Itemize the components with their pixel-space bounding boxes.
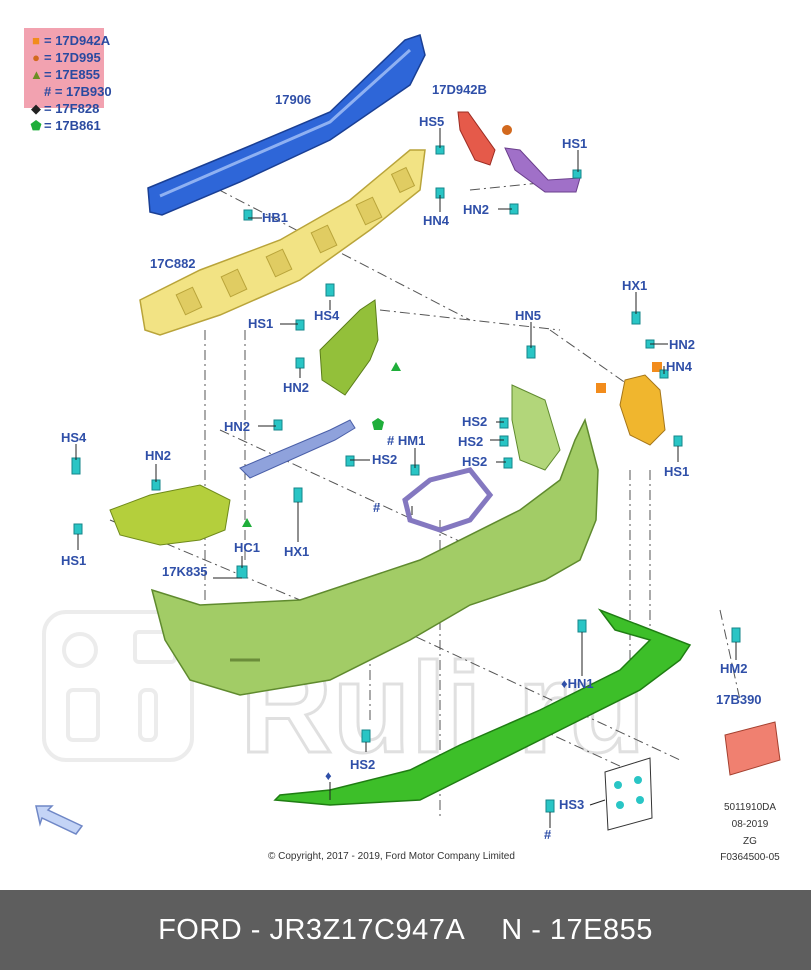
label-hm1: # HM1 bbox=[387, 433, 425, 448]
label-hs3: HS3 bbox=[559, 797, 585, 812]
label-hn2-right: HN2 bbox=[669, 337, 696, 352]
footer-code: N - 17E855 bbox=[501, 913, 653, 946]
label-17D942B: 17D942B bbox=[432, 82, 487, 97]
direction-arrow-icon bbox=[35, 805, 84, 835]
reference-line-4: F0364500-05 bbox=[720, 852, 780, 863]
watermark bbox=[42, 610, 194, 762]
copyright-text: © Copyright, 2017 - 2019, Ford Motor Com… bbox=[268, 851, 515, 862]
hash-marker-bottom: # bbox=[544, 827, 552, 842]
label-hc1: HC1 bbox=[234, 540, 261, 555]
diamond-icon: ◆ bbox=[31, 101, 41, 116]
pentagon-icon: ⬟ bbox=[30, 118, 42, 133]
legend-row-pentagon: ⬟= 17B861 bbox=[30, 118, 101, 134]
bracket-orange-right bbox=[619, 374, 666, 446]
legend-text: = 17E855 bbox=[44, 67, 101, 82]
absorber-ribs bbox=[175, 166, 416, 316]
leader-lines bbox=[75, 128, 737, 828]
label-17C882: 17C882 bbox=[150, 256, 196, 271]
parts-diagram: Ruli.ru bbox=[24, 28, 781, 863]
circle-icon: ● bbox=[32, 50, 40, 65]
label-hs4-left: HS4 bbox=[61, 430, 87, 445]
clip-plate-hs3 bbox=[604, 757, 653, 831]
label-17K835: 17K835 bbox=[162, 564, 208, 579]
square-marker-right bbox=[652, 362, 662, 372]
reference-line-1: 5011910DA bbox=[723, 802, 777, 813]
label-hs2-b: HS2 bbox=[458, 434, 484, 449]
hn1-text: HN1 bbox=[567, 676, 594, 691]
hash-marker: # bbox=[387, 433, 395, 448]
label-hs2-c: HS2 bbox=[462, 454, 488, 469]
legend-row-diamond: ◆= 17F828 bbox=[30, 101, 99, 117]
part-17B390 bbox=[724, 721, 781, 776]
legend-text: = 17D995 bbox=[44, 50, 101, 65]
label-hs2-a: HS2 bbox=[462, 414, 488, 429]
label-hs4-mid: HS4 bbox=[314, 308, 340, 323]
label-hs5: HS5 bbox=[419, 114, 445, 129]
label-hs1-mid: HS1 bbox=[248, 316, 274, 331]
reference-line-2: 08-2019 bbox=[731, 819, 769, 830]
square-marker-left bbox=[596, 383, 606, 393]
hs3-clips bbox=[614, 776, 644, 809]
square-icon: ■ bbox=[32, 33, 40, 48]
legend-text: # = 17B930 bbox=[44, 84, 112, 99]
label-hn1: ♦HN1 bbox=[561, 676, 594, 691]
label-hm2: HM2 bbox=[720, 661, 748, 676]
triangle-marker-lower bbox=[242, 518, 252, 527]
beam-highlight bbox=[159, 48, 412, 198]
diffuser-lower bbox=[273, 608, 692, 806]
label-hs1-left: HS1 bbox=[61, 553, 87, 568]
label-17906: 17906 bbox=[275, 92, 312, 107]
diamond-marker-diffuser: ♦ bbox=[325, 768, 332, 783]
deflector-upper bbox=[319, 299, 379, 396]
label-hn4-top: HN4 bbox=[423, 213, 450, 228]
triangle-icon: ▲ bbox=[30, 67, 43, 82]
footer-bar: FORD - JR3Z17C947A N - 17E855 bbox=[0, 890, 811, 970]
label-hb1: HB1 bbox=[262, 210, 289, 225]
label-hx1-mid: HX1 bbox=[284, 544, 310, 559]
diamond-marker: ♦ bbox=[561, 676, 568, 691]
legend-row-hash: # = 17B930 bbox=[30, 84, 112, 99]
label-hn4-right: HN4 bbox=[666, 359, 693, 374]
legend-text: = 17B861 bbox=[44, 118, 101, 133]
exploded-view: Ruli.ru bbox=[42, 34, 781, 831]
label-hs1-right: HS1 bbox=[664, 464, 690, 479]
label-hs1-top: HS1 bbox=[562, 136, 588, 151]
label-hn2-top: HN2 bbox=[463, 202, 490, 217]
hm1-text: HM1 bbox=[397, 433, 426, 448]
label-hn2-bracket: HN2 bbox=[224, 419, 251, 434]
footer-part-number: FORD - JR3Z17C947A bbox=[158, 913, 466, 946]
legend-text: = 17F828 bbox=[44, 101, 100, 116]
fasteners bbox=[71, 145, 741, 813]
energy-absorber-17C882 bbox=[139, 149, 426, 336]
legend-highlight bbox=[24, 28, 104, 108]
legend-row-triangle: ▲= 17E855 bbox=[30, 67, 100, 82]
frame-17B930 bbox=[402, 467, 494, 533]
pentagon-marker bbox=[372, 418, 384, 430]
bracket-purple-top bbox=[504, 147, 581, 193]
bracket-17D942B bbox=[457, 111, 496, 166]
triangle-marker-upper bbox=[391, 362, 401, 371]
reference-line-3: ZG bbox=[743, 836, 757, 847]
legend-text: = 17D942A bbox=[44, 33, 111, 48]
bracket-strip-blue bbox=[239, 419, 356, 479]
bumper-side bbox=[511, 384, 561, 471]
circle-marker-17D995 bbox=[502, 125, 512, 135]
label-hs2-bottom: HS2 bbox=[350, 757, 376, 772]
deflector-lower bbox=[109, 484, 231, 546]
label-hn2-left: HN2 bbox=[145, 448, 172, 463]
label-hn2-mid: HN2 bbox=[283, 380, 310, 395]
hash-marker-frame: # bbox=[373, 500, 381, 515]
label-hx1-right: HX1 bbox=[622, 278, 648, 293]
label-hs2-bracket: HS2 bbox=[372, 452, 398, 467]
bumper-cover-17K835 bbox=[150, 417, 599, 696]
legend-row-square: ■ = 17D942A bbox=[30, 33, 110, 48]
label-17B390: 17B390 bbox=[716, 692, 762, 707]
label-hn5: HN5 bbox=[515, 308, 542, 323]
legend-row-circle: ● = 17D995 bbox=[30, 50, 101, 65]
